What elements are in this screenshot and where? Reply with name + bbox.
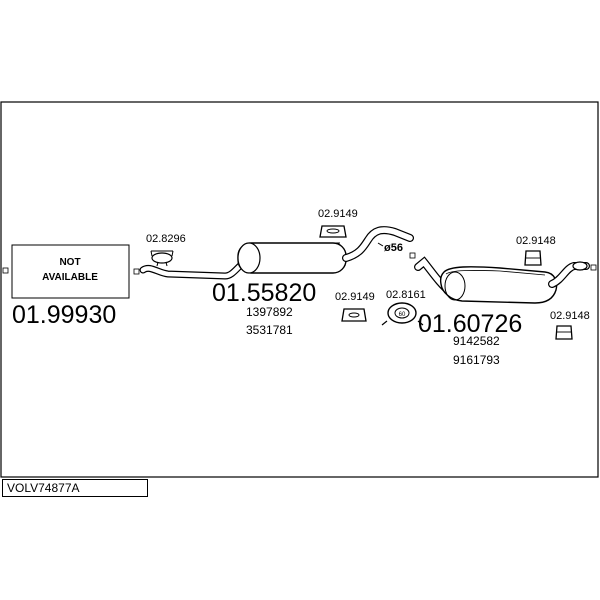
diagram-code-label: VOLV74877A	[2, 479, 148, 497]
part-ref-9142582: 9142582	[453, 334, 500, 348]
svg-text:60: 60	[399, 312, 406, 318]
part-ref-9161793: 9161793	[453, 353, 500, 367]
part-number-01-55820: 01.55820	[212, 279, 316, 307]
connector-marker	[133, 268, 140, 275]
middle-muffler	[237, 242, 347, 274]
rubber-hanger-icon	[319, 225, 347, 238]
pipe-end-marker	[409, 252, 416, 259]
middle-pipe-inner	[343, 227, 413, 261]
part-ref-3531781: 3531781	[246, 323, 293, 337]
hanger-rear-top-label: 02.9148	[516, 235, 556, 247]
part-number-01-60726: 01.60726	[418, 310, 522, 338]
not-available-line2: AVAILABLE	[42, 272, 98, 283]
diagram-frame	[0, 101, 599, 478]
pipe-diameter-label: ø56	[384, 242, 403, 254]
hanger-top-label: 02.9149	[318, 208, 358, 220]
rubber-block-hanger-icon	[555, 325, 573, 340]
pipe-diameter-arrow	[377, 242, 384, 247]
hanger-mid-label: 02.9149	[335, 291, 375, 303]
frame-marker-right	[590, 264, 597, 271]
gasket-ring-icon: 60	[381, 302, 424, 326]
clamp-front-label: 02.8296	[146, 233, 186, 245]
frame-marker-left	[2, 267, 9, 274]
rubber-block-hanger-icon	[524, 250, 542, 266]
tail-pipe-end	[572, 261, 588, 271]
part-ref-1397892: 1397892	[246, 305, 293, 319]
front-pipe-inner	[140, 261, 245, 279]
clamp-icon	[150, 250, 174, 267]
ring-label: 02.8161	[386, 289, 426, 301]
rear-muffler	[439, 266, 558, 304]
not-available-line1: NOT	[59, 257, 80, 268]
not-available-box	[11, 244, 130, 299]
hanger-rear-bottom-label: 02.9148	[550, 310, 590, 322]
rubber-hanger-icon	[341, 308, 367, 322]
part-number-01-99930: 01.99930	[12, 301, 116, 329]
